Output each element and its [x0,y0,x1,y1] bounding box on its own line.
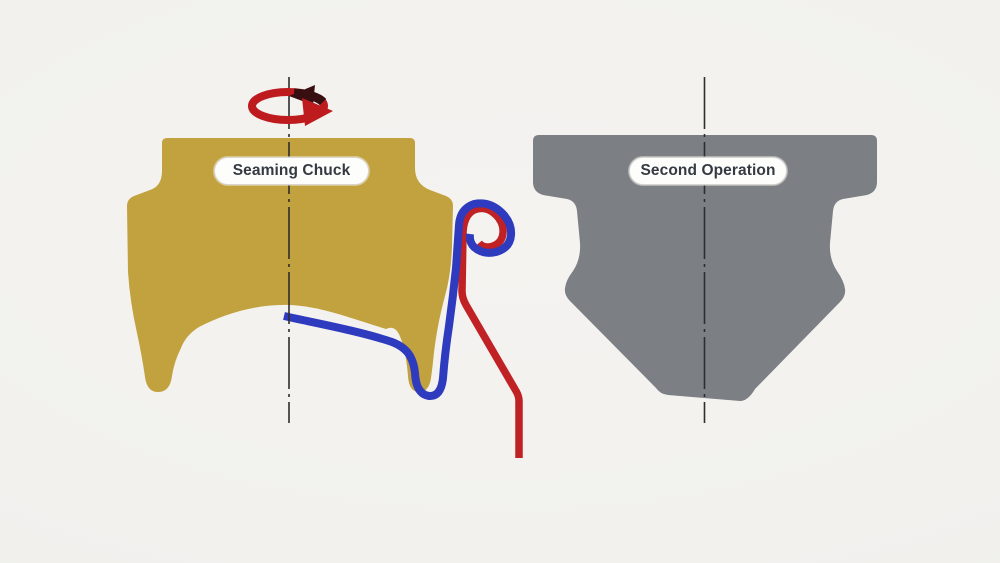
seaming-chuck-shape [127,138,453,392]
second-operation-label: Second Operation [629,157,787,185]
rotation-arrow-front-head [302,98,333,126]
rotation-arrow-icon [248,85,333,126]
can-body-line [458,204,523,458]
seaming-chuck-label-text: Seaming Chuck [232,162,351,179]
second-operation-roll-shape [533,135,877,401]
rotation-arrow-ring [248,88,328,124]
second-operation-label-text: Second Operation [640,162,776,179]
seaming-chuck-label: Seaming Chuck [214,157,369,185]
can-end-curl-line [283,199,516,401]
rotation-arrow-back-head [289,85,315,105]
